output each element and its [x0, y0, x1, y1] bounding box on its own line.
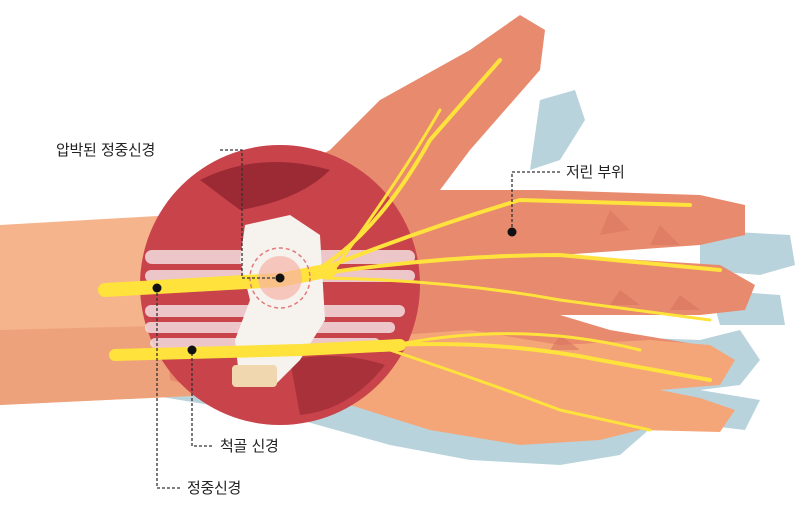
bone-piece: [232, 365, 277, 387]
leader-line-compressed: [220, 149, 280, 279]
leader-line-median: [156, 288, 180, 489]
dot-numb-area: [507, 227, 517, 237]
leader-line-ulnar: [191, 350, 212, 447]
cutaway-muscle-dark-lower: [290, 356, 385, 415]
ulnar-nerve: [109, 332, 712, 432]
leader-lines: [156, 149, 560, 489]
dot-compressed: [275, 273, 285, 283]
label-median-nerve: 정중신경: [187, 479, 242, 497]
median-nerve: [98, 58, 722, 322]
label-ulnar-nerve: 척골 신경: [220, 437, 279, 455]
label-compressed-median-nerve: 압박된 정중신경: [56, 141, 155, 159]
label-numb-area: 저린 부위: [566, 163, 625, 181]
dot-ulnar: [187, 345, 197, 355]
marker-dots: [152, 227, 517, 355]
leader-line-numb-area: [511, 171, 560, 232]
dot-median: [152, 283, 162, 293]
cutaway-muscle-dark: [200, 162, 330, 210]
finger-creases: [550, 210, 700, 350]
